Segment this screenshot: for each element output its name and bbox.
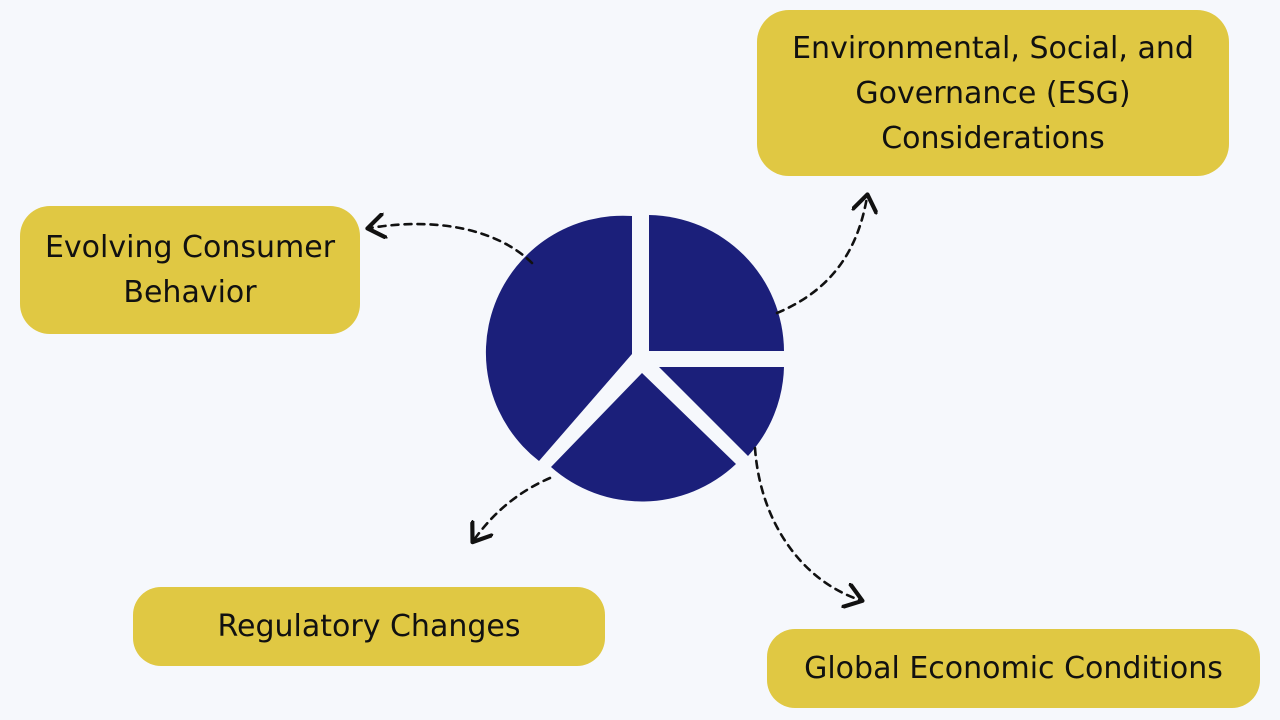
arrow-to-consumer — [370, 224, 534, 265]
pie-slice-left — [485, 215, 632, 461]
regulatory-changes-label: Regulatory Changes — [217, 609, 521, 644]
global-economic-conditions-label: Global Economic Conditions — [804, 651, 1223, 686]
arrow-to-global — [753, 446, 860, 600]
pie-slice-right — [659, 367, 784, 456]
pie-chart — [485, 215, 784, 502]
esg-considerations-box: Environmental, Social, and Governance (E… — [757, 10, 1229, 176]
global-economic-conditions-box: Global Economic Conditions — [767, 629, 1260, 708]
evolving-consumer-behavior-box: Evolving Consumer Behavior — [20, 206, 360, 334]
arrow-to-esg — [775, 197, 867, 315]
pie-slice-top-right — [649, 215, 784, 351]
pie-slice-bottom — [551, 373, 736, 502]
esg-considerations-label: Environmental, Social, and Governance (E… — [792, 30, 1194, 156]
regulatory-changes-box: Regulatory Changes — [133, 587, 605, 666]
evolving-consumer-behavior-label: Evolving Consumer Behavior — [44, 230, 336, 310]
